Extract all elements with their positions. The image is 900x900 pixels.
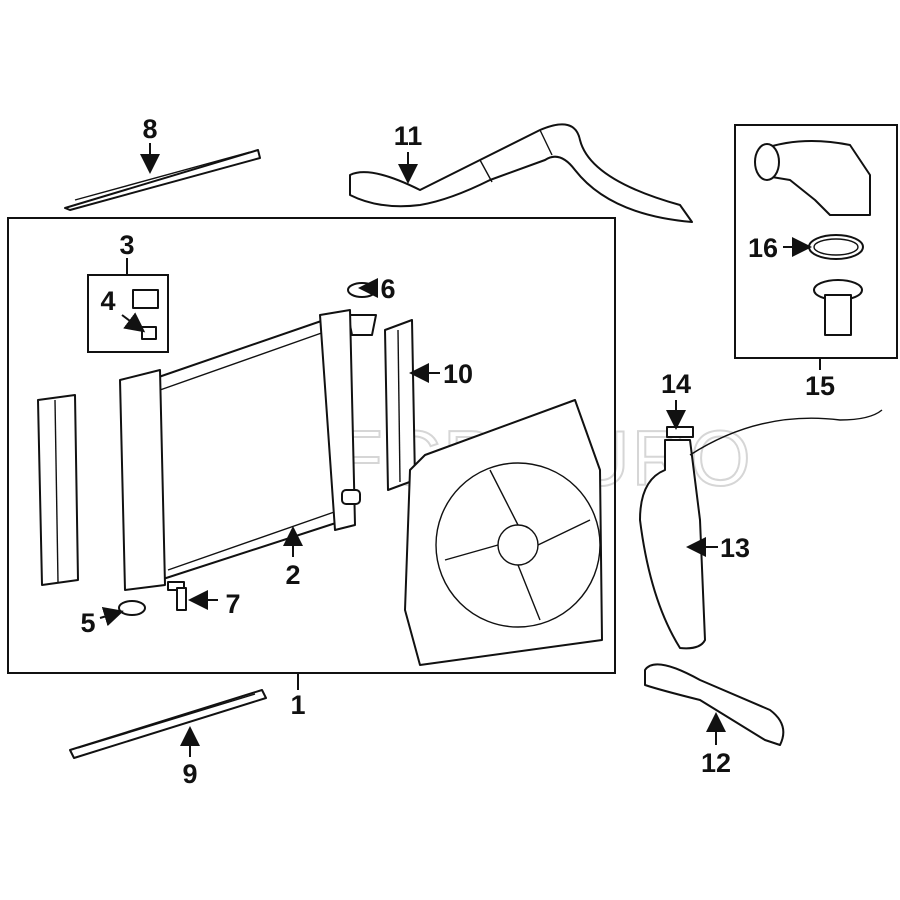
part-16-seal-ring[interactable] — [808, 234, 864, 260]
thermostat[interactable] — [813, 279, 863, 336]
part-5-bushing[interactable] — [118, 600, 146, 616]
callout-1: 1 — [290, 690, 305, 720]
part-13-coolant-reservoir[interactable] — [639, 409, 883, 650]
part-15-thermostat-housing[interactable] — [754, 140, 871, 216]
part-12-lower-hose[interactable] — [644, 663, 785, 746]
callout-14: 14 — [661, 369, 691, 399]
part-8-seal[interactable] — [64, 149, 261, 211]
left-air-baffle[interactable] — [37, 394, 79, 586]
callout-4: 4 — [100, 286, 115, 316]
part-6-cap[interactable] — [347, 282, 377, 336]
part-4-clip[interactable] — [132, 289, 159, 340]
callout-6: 6 — [380, 274, 395, 304]
callout-16: 16 — [748, 233, 778, 263]
callout-7: 7 — [225, 589, 240, 619]
fan-shroud[interactable] — [404, 399, 603, 666]
callout-3: 3 — [119, 230, 134, 260]
callout-15: 15 — [805, 371, 835, 401]
callout-8: 8 — [142, 114, 157, 144]
part-9-seal[interactable] — [69, 689, 267, 759]
callout-5: 5 — [80, 608, 95, 638]
assembly-box-1 — [7, 217, 616, 674]
callout-10: 10 — [443, 359, 473, 389]
kit-box-15 — [734, 124, 898, 359]
part-2-radiator[interactable] — [119, 309, 361, 591]
callout-11: 11 — [394, 121, 423, 151]
part-10-air-baffle[interactable] — [384, 319, 416, 491]
callout-13: 13 — [720, 533, 750, 563]
callout-2: 2 — [285, 560, 300, 590]
part-7-bolt[interactable] — [167, 581, 187, 611]
part-11-upper-hose[interactable] — [349, 123, 693, 223]
leader-lines — [99, 143, 821, 757]
callout-12: 12 — [701, 748, 731, 778]
callout-9: 9 — [182, 759, 197, 789]
part-14-cap[interactable] — [666, 426, 694, 438]
